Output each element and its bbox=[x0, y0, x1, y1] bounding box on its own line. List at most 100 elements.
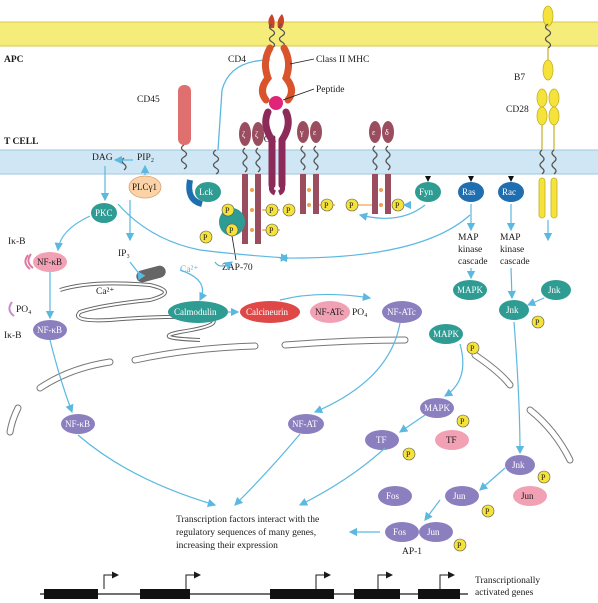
nfkb-2 bbox=[33, 320, 67, 340]
nfatc-label-2: NF-ATc bbox=[387, 307, 416, 317]
nfatc bbox=[382, 301, 422, 323]
calcium-channel bbox=[136, 265, 166, 283]
jun-label-2: Jun bbox=[521, 491, 534, 501]
fos-2 bbox=[385, 522, 419, 542]
ras-label: Ras bbox=[462, 187, 476, 197]
mapk-3 bbox=[420, 398, 454, 418]
nfatc-phospho bbox=[310, 301, 350, 323]
mapk-label-2: MAPK bbox=[433, 329, 460, 339]
nfat bbox=[288, 414, 324, 434]
mapk-label-3: MAPK bbox=[424, 403, 451, 413]
dag-label: DAG bbox=[92, 153, 113, 163]
p-label: P bbox=[535, 318, 540, 327]
cd4-stalk bbox=[217, 59, 271, 151]
apc-membrane bbox=[0, 22, 598, 46]
fos-label-1: Fos bbox=[386, 491, 400, 501]
mapk-2 bbox=[429, 324, 463, 344]
jnk-3 bbox=[505, 455, 535, 475]
gene-blocks bbox=[44, 589, 460, 599]
caption-line-2: regulatory sequences of many genes, bbox=[176, 527, 316, 538]
ras bbox=[458, 182, 484, 202]
pip2-label: PIP₂ bbox=[137, 153, 154, 163]
nfkb-label-2: NF-κB bbox=[37, 325, 62, 335]
map-cascade-1-line2: kinase bbox=[458, 245, 482, 255]
plc-gamma1 bbox=[128, 175, 162, 199]
delta-label: δ bbox=[385, 128, 389, 137]
nfkb-1 bbox=[33, 252, 67, 272]
jnk-2 bbox=[499, 300, 529, 320]
nuclear-envelope bbox=[6, 336, 574, 464]
tcell-membrane bbox=[0, 150, 598, 174]
tcell-label: T CELL bbox=[4, 137, 38, 147]
jun-label-1: Jun bbox=[453, 491, 466, 501]
po4-label-1: PO₄ bbox=[16, 305, 31, 315]
jun-2 bbox=[513, 486, 547, 506]
tf-label-2: TF bbox=[446, 435, 457, 445]
p-label: P bbox=[395, 201, 400, 210]
nfat-label: NF-AT bbox=[292, 419, 318, 429]
map-cascade-1-line3: cascade bbox=[458, 257, 488, 267]
ca-label-1: Ca²⁺ bbox=[96, 287, 114, 297]
ca-label-2: Ca²⁺ bbox=[180, 265, 198, 275]
cd45-label: CD45 bbox=[137, 95, 160, 105]
tcr-label: TCR bbox=[258, 135, 277, 145]
cd45 bbox=[178, 85, 191, 145]
rac bbox=[498, 182, 524, 202]
fyn bbox=[415, 182, 441, 202]
fos-label-2: Fos bbox=[393, 527, 407, 537]
b7 bbox=[542, 5, 554, 81]
map-cascade-2-line3: cascade bbox=[500, 257, 530, 267]
gamma-epsilon bbox=[297, 121, 322, 214]
ip3-label: IP₃ bbox=[118, 249, 130, 259]
p-label: P bbox=[406, 450, 411, 459]
b7-label: B7 bbox=[514, 73, 525, 83]
map-cascade-1-line1: MAP bbox=[458, 233, 479, 243]
po4-label-2: PO₄ bbox=[352, 308, 367, 318]
map-cascade-2-line2: kinase bbox=[500, 245, 524, 255]
itam-motifs bbox=[250, 188, 383, 232]
lck-label: Lck bbox=[199, 187, 213, 197]
p-label: P bbox=[349, 201, 354, 210]
apc-label: APC bbox=[4, 55, 24, 65]
gamma-label: γ bbox=[299, 128, 304, 137]
mapk-1 bbox=[453, 280, 487, 300]
p-label: P bbox=[286, 206, 291, 215]
zap70-label: ZAP-70 bbox=[222, 263, 253, 273]
nfkb-label-1: NF-κB bbox=[37, 257, 62, 267]
zeta-label-2: ζ bbox=[255, 130, 259, 139]
map-cascade-2-line1: MAP bbox=[500, 233, 521, 243]
pkc-label: PKC bbox=[95, 208, 113, 218]
p-label: P bbox=[269, 206, 274, 215]
lck bbox=[195, 182, 221, 202]
jnk-label-2: Jnk bbox=[506, 305, 519, 315]
jun-label-3: Jun bbox=[427, 527, 440, 537]
fos-1 bbox=[378, 486, 412, 506]
genes-label-line2: activated genes bbox=[475, 588, 534, 598]
calcineurin-label: Calcineurin bbox=[246, 307, 288, 317]
calcineurin bbox=[240, 301, 300, 323]
caption-line-3: increasing their expression bbox=[176, 541, 278, 551]
nfkb-3 bbox=[61, 414, 95, 434]
jnk-label-1: Jnk bbox=[548, 285, 561, 295]
pkc bbox=[91, 203, 117, 223]
cd4-label: CD4 bbox=[228, 55, 246, 65]
epsilon-delta bbox=[369, 121, 394, 214]
zeta-label-1: ζ bbox=[242, 130, 246, 139]
tf-2 bbox=[435, 430, 469, 450]
jnk-label-3: Jnk bbox=[512, 460, 525, 470]
ikb-protein bbox=[24, 254, 31, 270]
zeta-chains bbox=[239, 122, 264, 244]
epsilon-label-2: ε bbox=[372, 128, 376, 137]
p-label: P bbox=[225, 206, 230, 215]
ikb-label-1: Iκ-B bbox=[8, 237, 25, 247]
jun-3 bbox=[419, 522, 453, 542]
jun-1 bbox=[445, 486, 479, 506]
p-label: P bbox=[324, 201, 329, 210]
p-label: P bbox=[470, 344, 475, 353]
rac-label: Rac bbox=[502, 187, 516, 197]
peptide-label: Peptide bbox=[316, 85, 345, 95]
nfatc-label-1: NF-ATc bbox=[315, 307, 344, 317]
epsilon-label-1: ε bbox=[313, 128, 317, 137]
class2-mhc bbox=[259, 14, 295, 104]
